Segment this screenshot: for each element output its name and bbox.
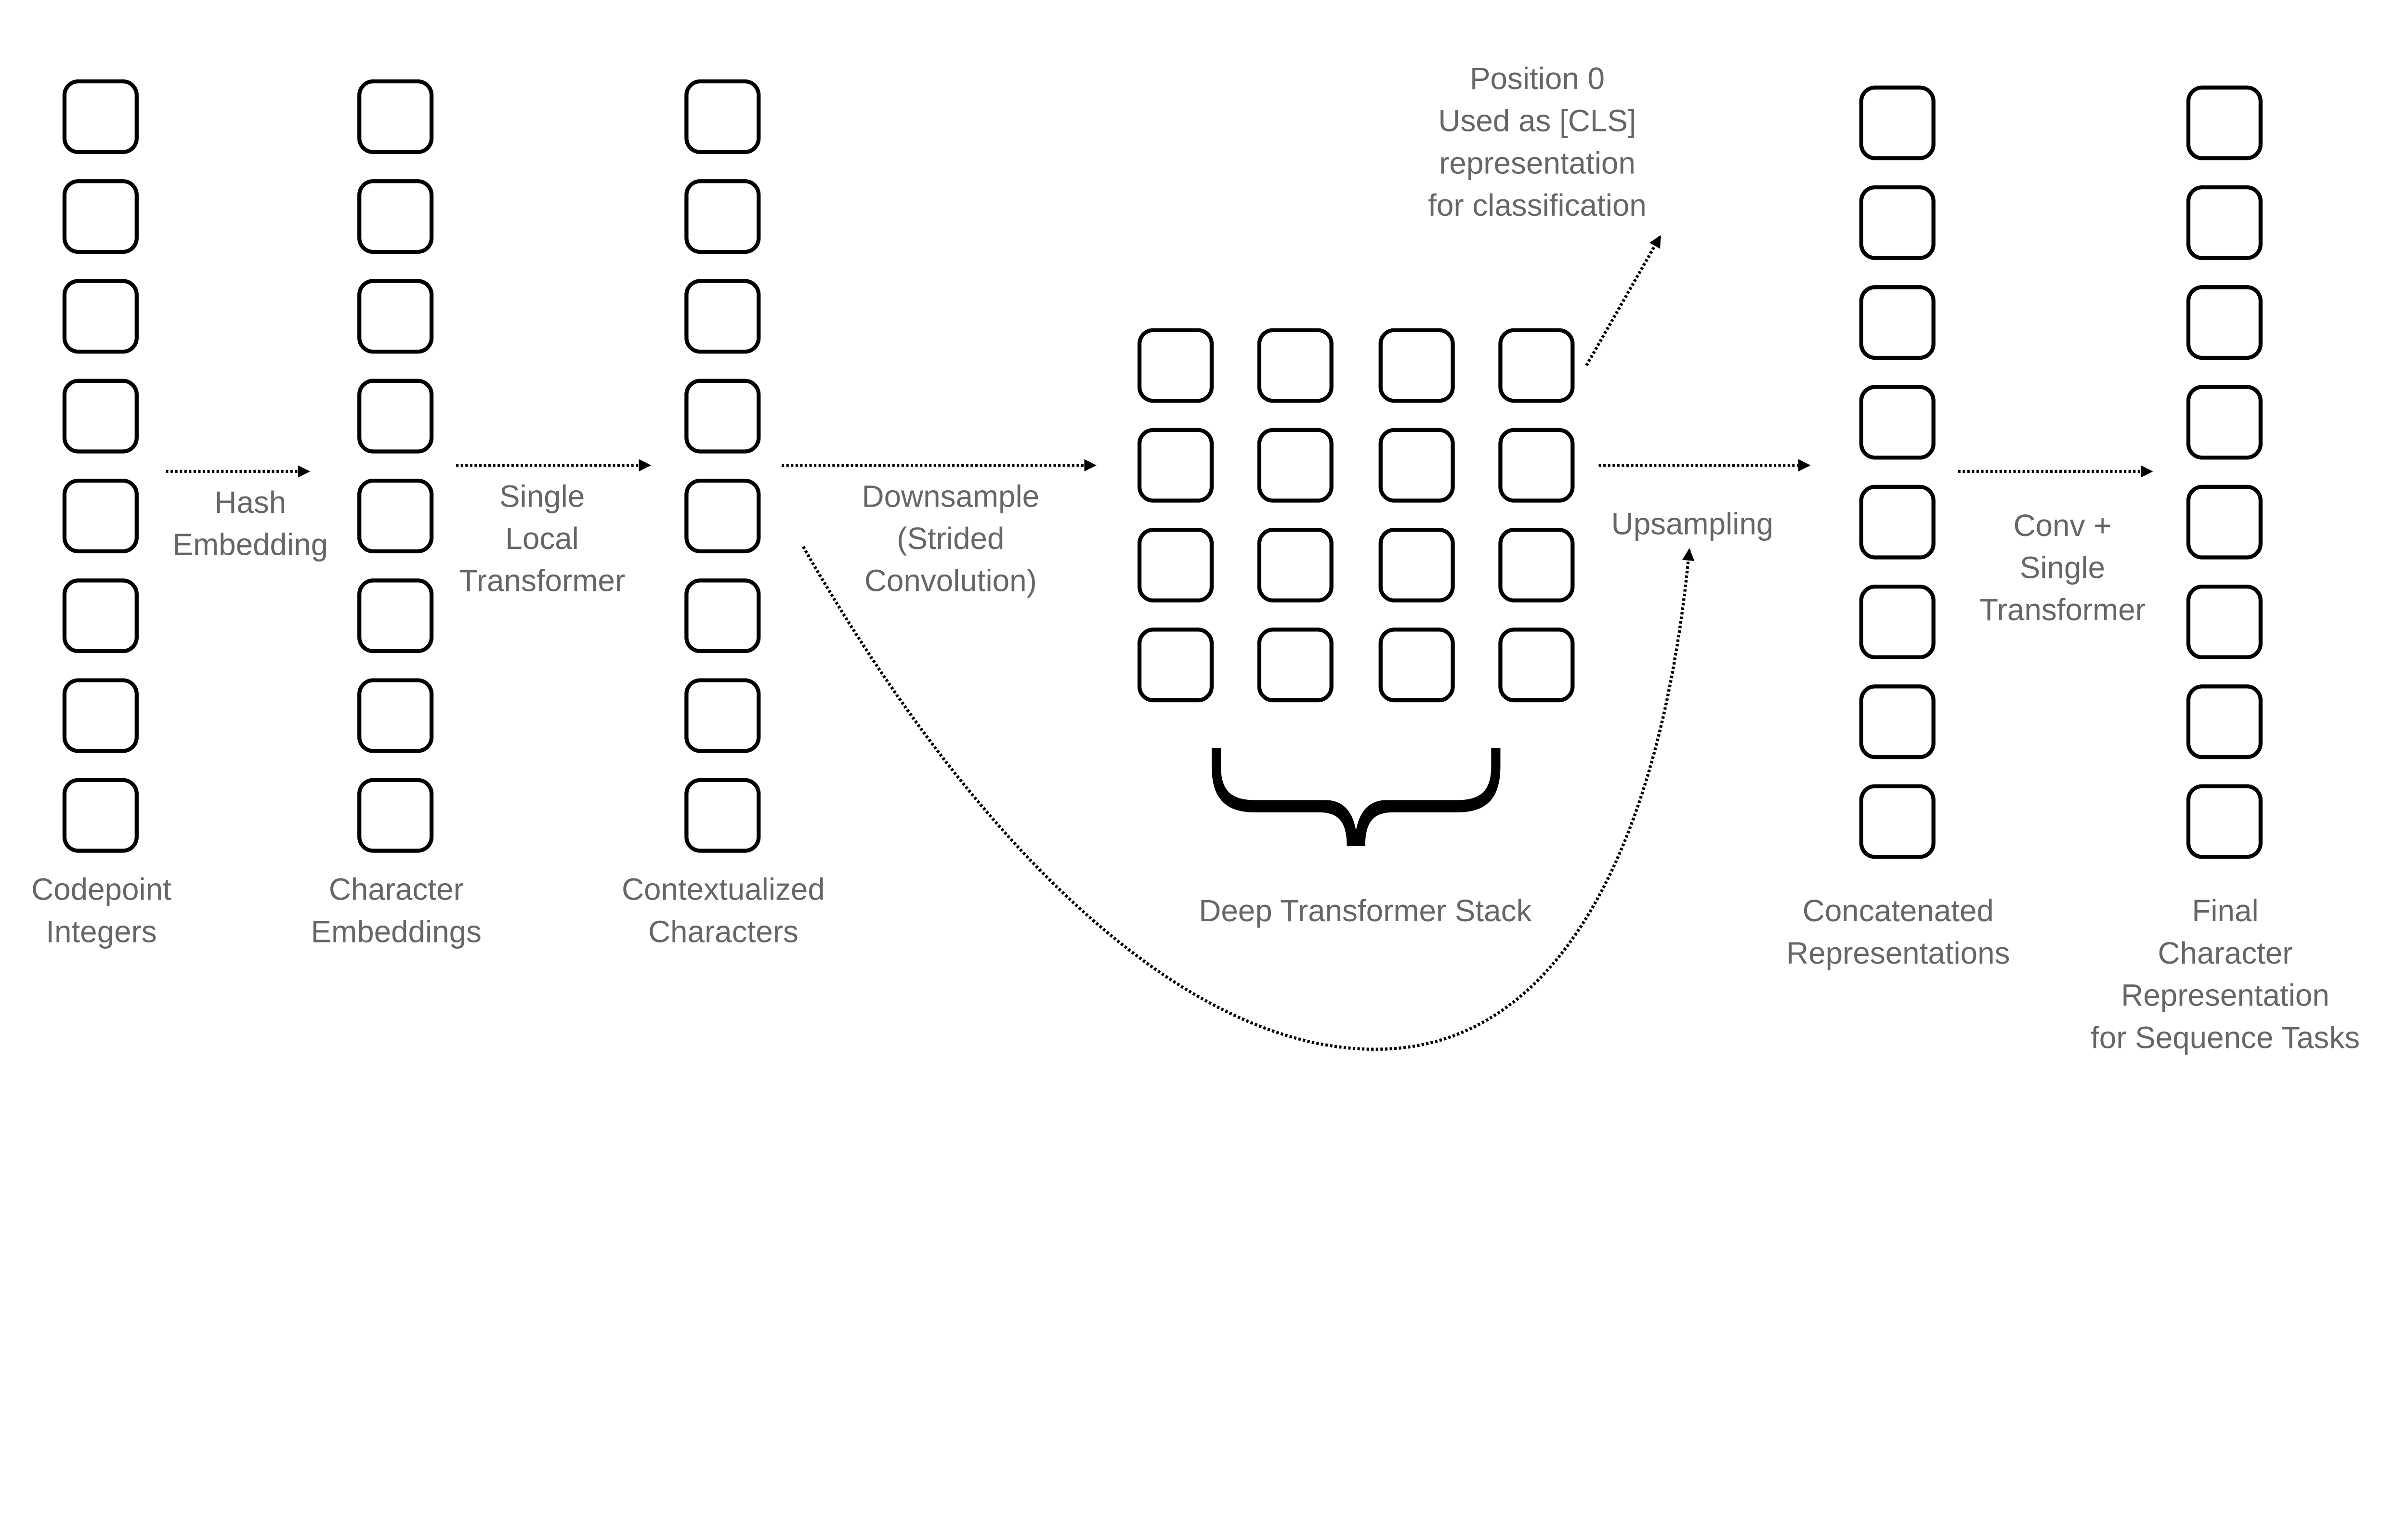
final-cell (2186, 484, 2263, 560)
char-emb-cell (357, 578, 434, 653)
downsample-label: Convolution) (864, 563, 1037, 598)
final-cell (2186, 285, 2263, 360)
deep-stack-cell (1257, 328, 1334, 403)
concat-cell (1859, 784, 1936, 859)
concat-cell (1859, 385, 1936, 460)
hash-embedding-label: Embedding (172, 527, 328, 562)
cell-boxes (62, 79, 2263, 859)
char-emb-cell (357, 279, 434, 354)
concat-cell (1859, 85, 1936, 160)
char-emb-cell (357, 478, 434, 553)
char-emb-cell (357, 379, 434, 454)
char-emb-cell (357, 778, 434, 853)
contextual-cell (684, 778, 761, 853)
contextual-cell (684, 678, 761, 753)
downsample-label: (Strided (897, 521, 1004, 556)
deep-stack-cell (1378, 428, 1455, 503)
codepoint-cell (62, 678, 139, 753)
char-emb-cell (357, 179, 434, 254)
codepoint-integers-label: Integers (46, 914, 157, 949)
deep-stack-cell (1137, 527, 1214, 602)
residual-skip-arrow (801, 546, 1695, 1051)
contextual-cell (684, 578, 761, 653)
single-local-transformer-label: Local (505, 521, 578, 556)
upsampling-label: Upsampling (1611, 507, 1774, 541)
downsample-label: Downsample (862, 479, 1040, 513)
codepoint-cell (62, 279, 139, 354)
canine-architecture-diagram: CodepointIntegersCharacterEmbeddingsCont… (31, 61, 2360, 1055)
deep-stack-cell (1137, 328, 1214, 403)
cls-arrow (1585, 235, 1662, 366)
concatenated-representations-label: Concatenated (1803, 893, 1994, 928)
cls-position-note: for classification (1428, 188, 1647, 222)
codepoint-cell (62, 379, 139, 454)
concat-cell (1859, 584, 1936, 659)
concat-cell (1859, 185, 1936, 260)
single-local-transformer-label: Transformer (459, 563, 625, 598)
deep-stack-cell (1498, 527, 1575, 602)
final-character-representation-label: Character (2158, 936, 2293, 970)
deep-stack-cell (1257, 428, 1334, 503)
deep-stack-cell (1498, 428, 1575, 503)
char-emb-cell (357, 79, 434, 154)
contextual-cell (684, 279, 761, 354)
deep-stack-cell (1137, 627, 1214, 703)
deep-stack-cell (1498, 328, 1575, 403)
concatenated-representations-label: Representations (1786, 936, 2010, 970)
deep-stack-cell (1137, 428, 1214, 503)
deep-stack-cell (1378, 527, 1455, 602)
conv-single-transformer-label: Transformer (1979, 592, 2146, 627)
deep-stack-cell (1378, 328, 1455, 403)
concat-cell (1859, 285, 1936, 360)
cls-position-note: Used as [CLS] (1438, 104, 1636, 138)
codepoint-cell (62, 179, 139, 254)
codepoint-cell (62, 778, 139, 853)
hash-embedding-label: Hash (214, 485, 286, 520)
codepoint-cell (62, 578, 139, 653)
curly-brace (1211, 747, 1501, 847)
contextualized-characters-label: Contextualized (622, 872, 825, 907)
concat-cell (1859, 684, 1936, 759)
codepoint-cell (62, 79, 139, 154)
deep-stack-cell (1257, 627, 1334, 703)
final-character-representation-label: for Sequence Tasks (2091, 1020, 2360, 1055)
final-character-representation-label: Representation (2121, 978, 2329, 1013)
contextualized-characters-label: Characters (648, 914, 798, 949)
contextual-cell (684, 79, 761, 154)
cls-position-note: representation (1439, 145, 1636, 180)
final-character-representation-label: Final (2192, 893, 2258, 928)
final-cell (2186, 784, 2263, 859)
conv-single-transformer-label: Single (2020, 550, 2105, 585)
contextual-cell (684, 379, 761, 454)
single-local-transformer-label: Single (499, 479, 585, 513)
codepoint-cell (62, 478, 139, 553)
final-cell (2186, 584, 2263, 659)
deep-stack-cell (1257, 527, 1334, 602)
deep-transformer-stack-label: Deep Transformer Stack (1199, 893, 1531, 928)
final-cell (2186, 684, 2263, 759)
char-emb-cell (357, 678, 434, 753)
final-cell (2186, 185, 2263, 260)
contextual-cell (684, 478, 761, 553)
final-cell (2186, 85, 2263, 160)
conv-single-transformer-label: Conv + (2014, 508, 2112, 543)
cls-position-note: Position 0 (1470, 61, 1605, 96)
contextual-cell (684, 179, 761, 254)
final-cell (2186, 385, 2263, 460)
deep-stack-cell (1378, 627, 1455, 703)
concat-cell (1859, 484, 1936, 560)
deep-stack-cell (1498, 627, 1575, 703)
character-embeddings-label: Embeddings (311, 914, 481, 949)
character-embeddings-label: Character (329, 872, 464, 907)
codepoint-integers-label: Codepoint (31, 872, 171, 907)
